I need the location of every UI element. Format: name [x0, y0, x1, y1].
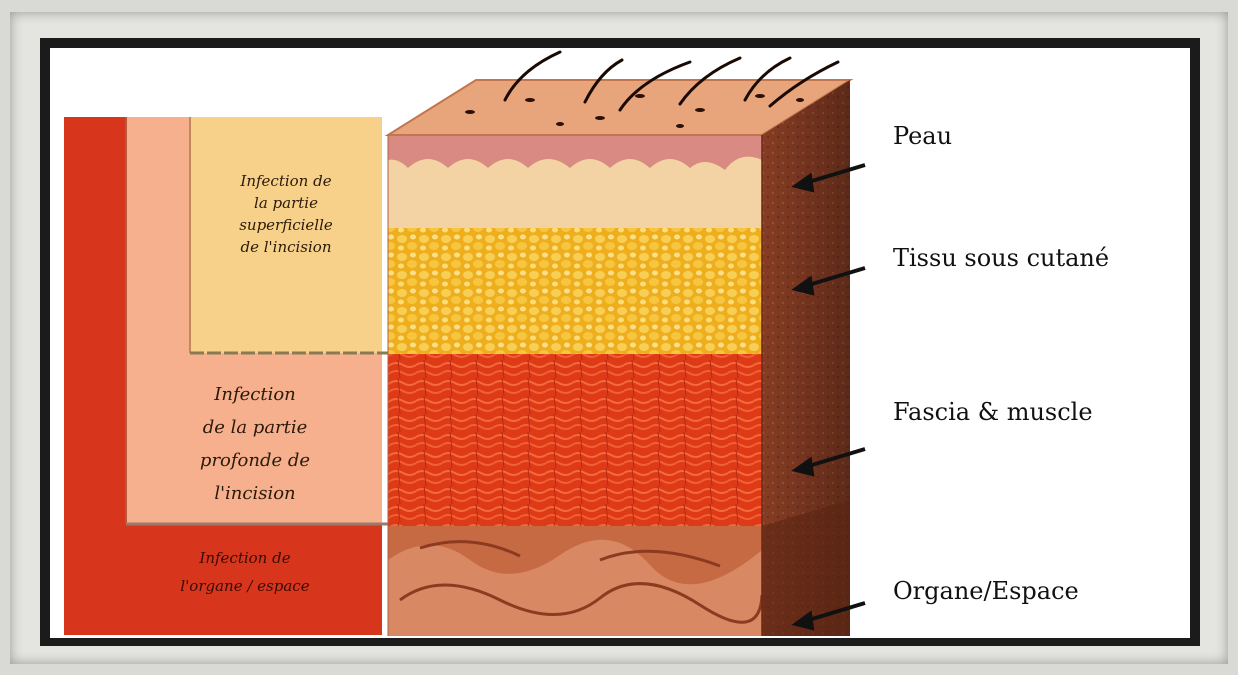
label-skin: Peau [893, 122, 952, 150]
fat-layer [388, 228, 762, 354]
muscle-layer [388, 354, 762, 526]
organ-zone-label: Infection de l'organe / espace [125, 544, 365, 600]
label-organ-space: Organe/Espace [893, 577, 1079, 605]
label-fascia-muscle: Fascia & muscle [893, 398, 1093, 426]
label-subcutaneous: Tissu sous cutané [893, 244, 1109, 272]
deep-zone-label: Infection de la partie profonde de l'inc… [130, 378, 380, 510]
superficial-zone-label: Infection de la partie superficielle de … [196, 170, 376, 258]
